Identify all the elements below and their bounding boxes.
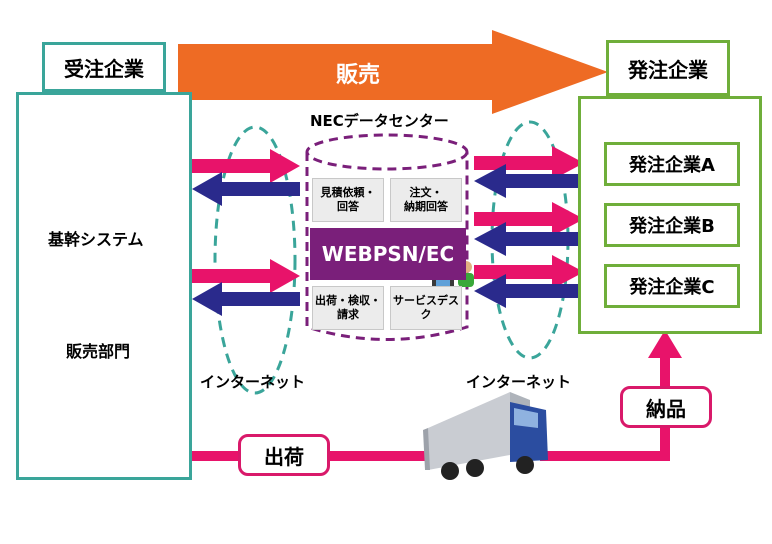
arrow-left-bottom-out [192,259,300,293]
shipping-line-right [540,451,670,461]
buyer-company-b: 発注企業B [604,203,740,247]
shipping-label: 出荷 [238,434,330,476]
arrow-right-2-out [474,202,584,236]
buyer-title: 発注企業 [606,40,730,96]
buyer-company-a: 発注企業A [604,142,740,186]
datacenter-cell-order: 注文・ 納期回答 [390,178,462,222]
sales-dept-label: 販売部門 [66,342,131,361]
arrow-right-1-out [474,146,584,180]
sales-arrow-label: 販売 [336,63,381,88]
delivery-label: 納品 [620,386,712,428]
arrow-left-top-in [192,172,300,206]
core-system-label: 基幹システム [48,230,144,249]
datacenter-cell-quote: 見積依頼・ 回答 [312,178,384,222]
datacenter-title: NECデータセンター [310,112,449,130]
platform-banner: WEBPSN/EC [310,228,466,280]
seller-container [16,92,192,480]
arrow-right-2-in [474,222,584,256]
internet-label-right: インターネット [466,373,572,391]
arrow-left-top-out [192,149,300,183]
shipping-arrow-head [648,330,682,358]
buyer-company-c: 発注企業C [604,264,740,308]
seller-title: 受注企業 [42,42,166,92]
datacenter-cell-service-desk: サービスデスク [390,286,462,330]
sales-arrow [178,30,608,114]
arrow-right-3-out [474,255,584,289]
datacenter-cylinder-top [305,133,469,171]
truck-illustration [423,392,548,480]
internet-label-left: インターネット [200,373,306,391]
datacenter-cell-shipping: 出荷・検収・ 請求 [312,286,384,330]
arrow-right-1-in [474,164,584,198]
arrow-left-bottom-in [192,282,300,316]
internet-ellipse-left [213,125,297,395]
arrow-right-3-in [474,274,584,308]
